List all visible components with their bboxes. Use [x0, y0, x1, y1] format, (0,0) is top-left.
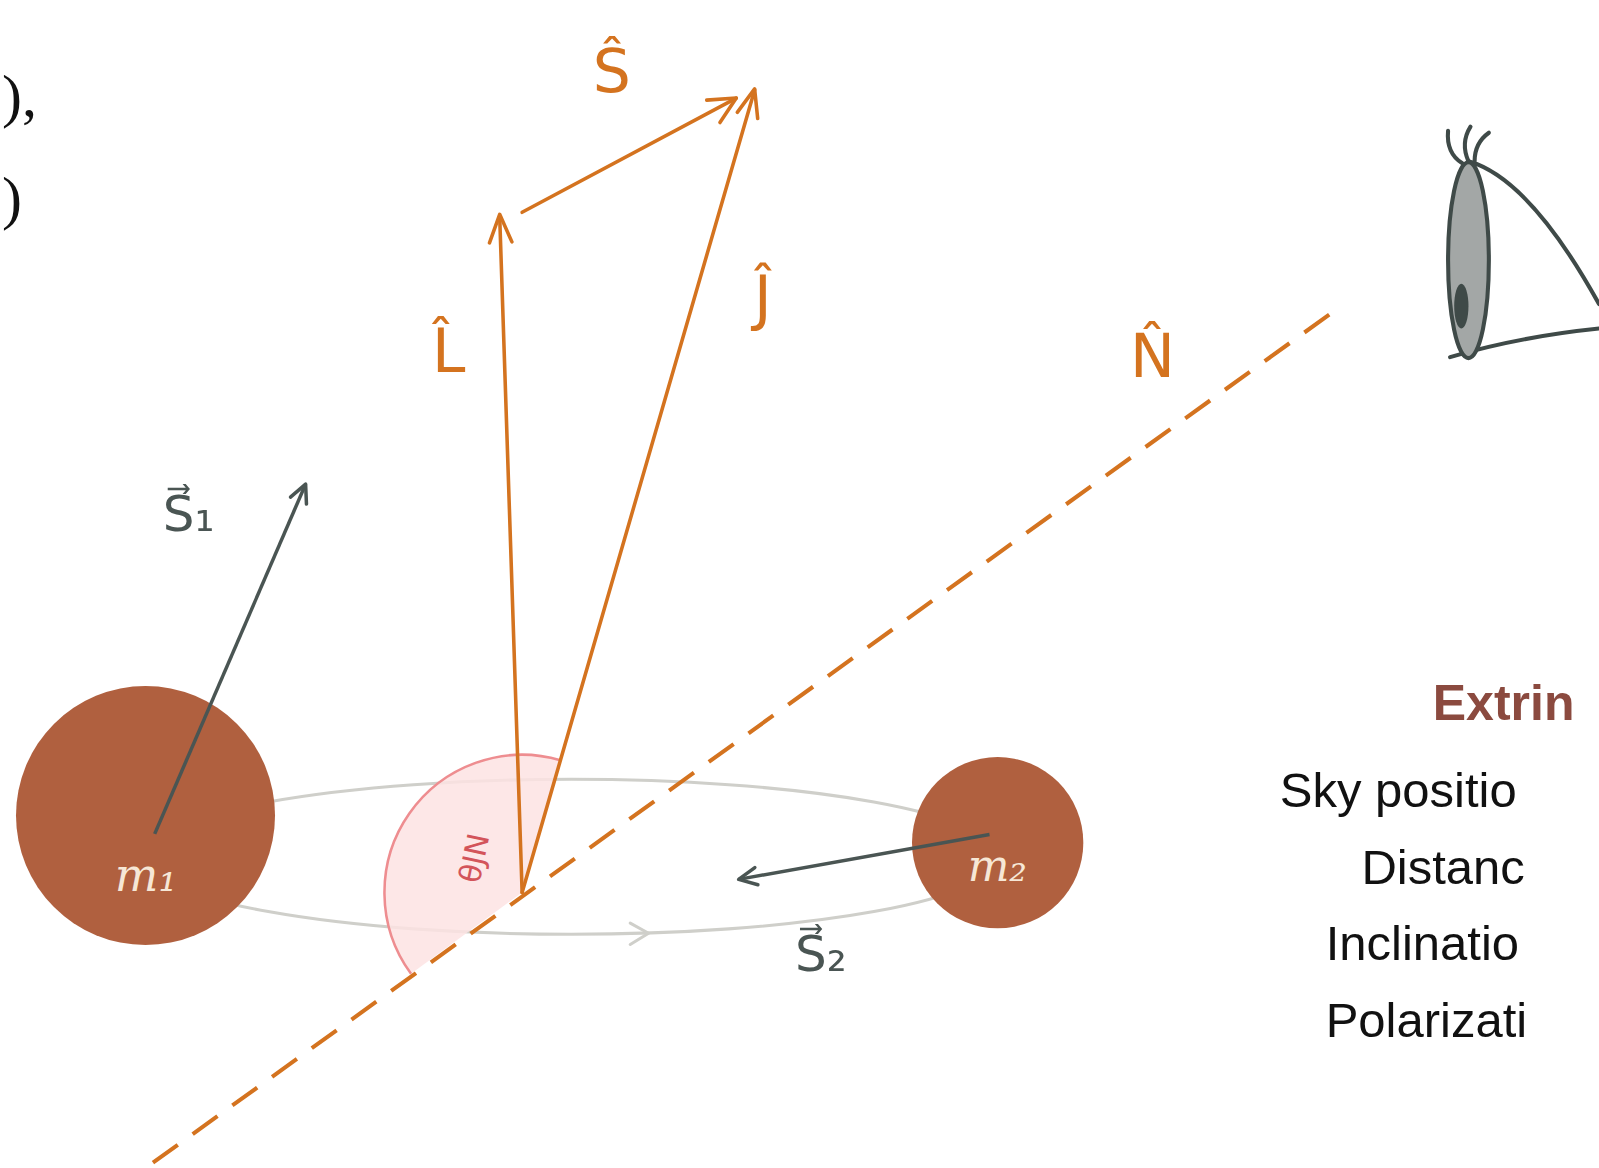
parameter-name: Inclinatio	[1326, 915, 1519, 971]
spin-arrow	[155, 484, 306, 834]
vector-label: Ĵ	[754, 263, 772, 332]
equation-fragment: ),	[2, 62, 37, 131]
parameter-name: Sky positio	[1280, 762, 1517, 818]
arrow-head	[291, 484, 307, 504]
angle-wedge	[384, 755, 560, 974]
mass-label: m₁	[115, 849, 177, 902]
secondary-mass: m₂	[912, 757, 1083, 928]
mass-label: m₂	[968, 841, 1027, 892]
parameter-name: Polarizati	[1326, 992, 1528, 1048]
arrow-head	[738, 867, 757, 884]
mass-circle	[16, 686, 275, 945]
total-momentum-vector	[522, 90, 755, 893]
observer-eye	[1448, 127, 1599, 358]
arrow-head	[737, 89, 757, 119]
spin-label: S⃗₁	[163, 486, 215, 544]
arrow-head	[489, 214, 511, 243]
vector-label: L̂	[432, 317, 465, 386]
spin-vector	[522, 98, 736, 212]
equation-fragment: )	[2, 164, 22, 233]
orbital-momentum-vector	[500, 216, 522, 892]
arrow-head	[707, 98, 737, 122]
line-of-sight	[153, 306, 1341, 1163]
vector-label: Ŝ	[593, 37, 631, 106]
primary-mass: m₁	[16, 686, 275, 945]
section-heading: Extrin	[1433, 675, 1575, 733]
orbit-arrow	[630, 923, 648, 944]
parameter-name: Distanc	[1361, 839, 1524, 895]
angle-arc	[384, 755, 560, 974]
mass-shape	[16, 686, 275, 945]
spin-label: S⃗₂	[791, 926, 851, 984]
vector-label: N̂	[1130, 322, 1175, 391]
spin-arrow	[738, 834, 989, 879]
